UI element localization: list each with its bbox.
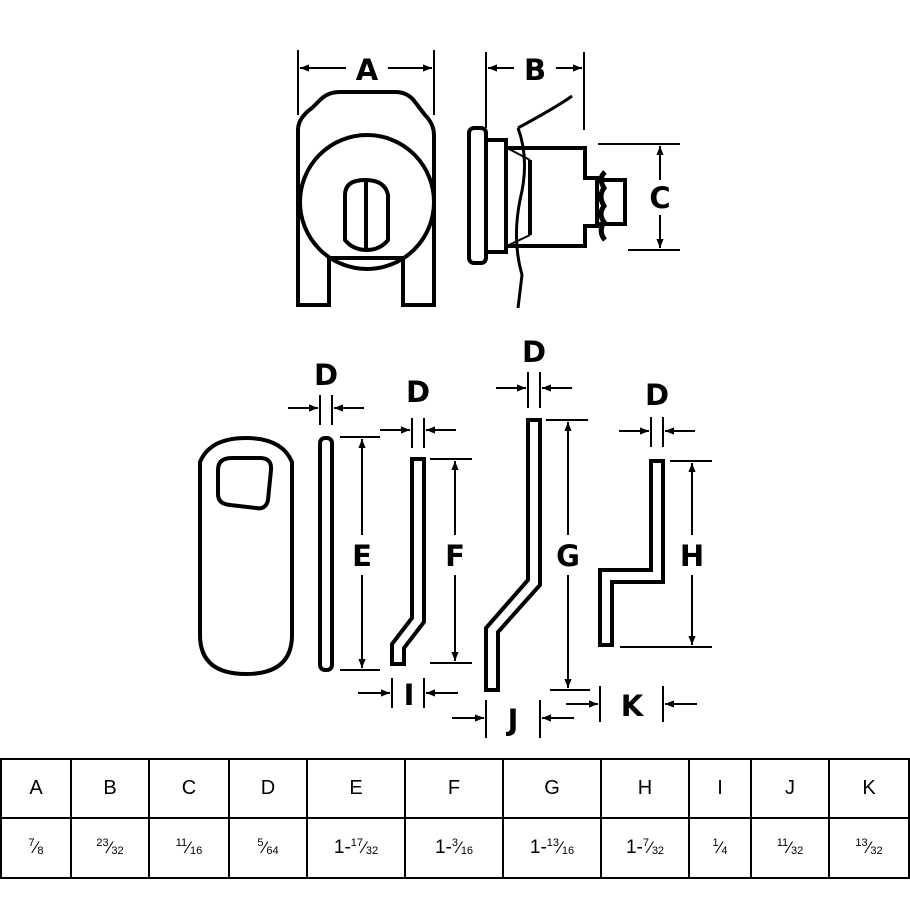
value-numerator: 11: [175, 837, 188, 849]
label-k: K: [621, 689, 645, 723]
dimension-b: [485, 52, 585, 130]
value-numerator: 23: [96, 837, 109, 849]
value-cell: 1-13⁄16: [502, 817, 602, 879]
dimension-j: [452, 700, 574, 738]
label-c: C: [649, 181, 670, 215]
value-numerator: 11: [776, 837, 789, 849]
value-denominator: 32: [870, 845, 883, 857]
value-cell: 1-7⁄32: [600, 817, 690, 879]
dimension-d-4: [619, 417, 695, 447]
label-d-4: D: [645, 378, 669, 412]
table-header-row: A B C D E F G H I J K: [0, 758, 910, 819]
cam-hook: [598, 459, 665, 647]
label-e: E: [352, 539, 372, 573]
header-cell: J: [750, 758, 830, 819]
dimension-d-1: [288, 395, 364, 425]
value-whole: 1-: [333, 837, 351, 858]
value-numerator: 1: [712, 837, 719, 849]
value-whole: 1-: [434, 837, 452, 858]
cam-offset-short: [390, 457, 426, 666]
cam-offset-long: [484, 418, 542, 692]
header-cell: C: [148, 758, 230, 819]
dimension-f: [430, 458, 472, 664]
label-b: B: [524, 53, 546, 87]
label-g: G: [556, 539, 580, 573]
value-whole: 1-: [529, 837, 547, 858]
label-d-1: D: [314, 358, 338, 392]
value-denominator: 4: [721, 845, 728, 857]
label-h: H: [680, 539, 704, 573]
value-numerator: 13: [546, 837, 560, 849]
lock-front-view: [296, 90, 436, 307]
value-whole: 1-: [625, 837, 643, 858]
value-denominator: 64: [266, 845, 279, 857]
lock-side-view: [467, 94, 627, 309]
dimension-g: [546, 419, 590, 691]
cam-straight: [318, 436, 334, 672]
cam-lock-dimension-drawing: A B C D: [198, 50, 712, 738]
label-f: F: [445, 539, 465, 573]
value-cell: 5⁄64: [228, 817, 308, 879]
value-numerator: 3: [451, 837, 458, 849]
header-cell: D: [228, 758, 308, 819]
value-cell: 11⁄32: [750, 817, 830, 879]
value-cell: 23⁄32: [70, 817, 150, 879]
header-cell: I: [688, 758, 752, 819]
value-denominator: 16: [460, 845, 474, 857]
label-i: I: [404, 678, 415, 712]
header-cell: F: [404, 758, 504, 819]
value-denominator: 32: [111, 845, 124, 857]
label-j: J: [506, 703, 519, 737]
header-cell: E: [306, 758, 406, 819]
dimensions-table: A B C D E F G H I J K 7⁄8 23⁄32 11⁄16 5⁄…: [0, 758, 910, 879]
dimension-d-2: [380, 418, 456, 448]
value-cell: 13⁄32: [828, 817, 910, 879]
value-cell: 1-3⁄16: [404, 817, 504, 879]
value-denominator: 8: [37, 845, 44, 857]
value-numerator: 7: [642, 837, 649, 849]
value-numerator: 17: [350, 837, 364, 849]
label-d-2: D: [406, 375, 430, 409]
value-denominator: 32: [365, 845, 379, 857]
header-cell: G: [502, 758, 602, 819]
value-cell: 1-17⁄32: [306, 817, 406, 879]
cam-face-view: [198, 435, 294, 677]
dimension-c: [598, 143, 680, 251]
value-denominator: 16: [561, 845, 575, 857]
dimension-e: [340, 436, 380, 671]
value-numerator: 5: [257, 837, 264, 849]
header-cell: A: [0, 758, 72, 819]
header-cell: K: [828, 758, 910, 819]
value-denominator: 32: [651, 845, 665, 857]
dimension-i: [358, 678, 458, 708]
label-d-3: D: [522, 335, 546, 369]
dimension-d-3: [496, 372, 572, 408]
header-cell: H: [600, 758, 690, 819]
dimension-a: [297, 50, 435, 115]
value-denominator: 32: [791, 845, 804, 857]
value-cell: 7⁄8: [0, 817, 72, 879]
label-a: A: [356, 53, 379, 87]
value-cell: 11⁄16: [148, 817, 230, 879]
dimension-k: [566, 686, 697, 722]
value-numerator: 7: [28, 837, 35, 849]
dimension-h: [620, 460, 712, 648]
header-cell: B: [70, 758, 150, 819]
value-numerator: 13: [855, 837, 868, 849]
table-value-row: 7⁄8 23⁄32 11⁄16 5⁄64 1-17⁄32 1-3⁄16 1-13…: [0, 817, 910, 879]
value-denominator: 16: [190, 845, 203, 857]
value-cell: 1⁄4: [688, 817, 752, 879]
